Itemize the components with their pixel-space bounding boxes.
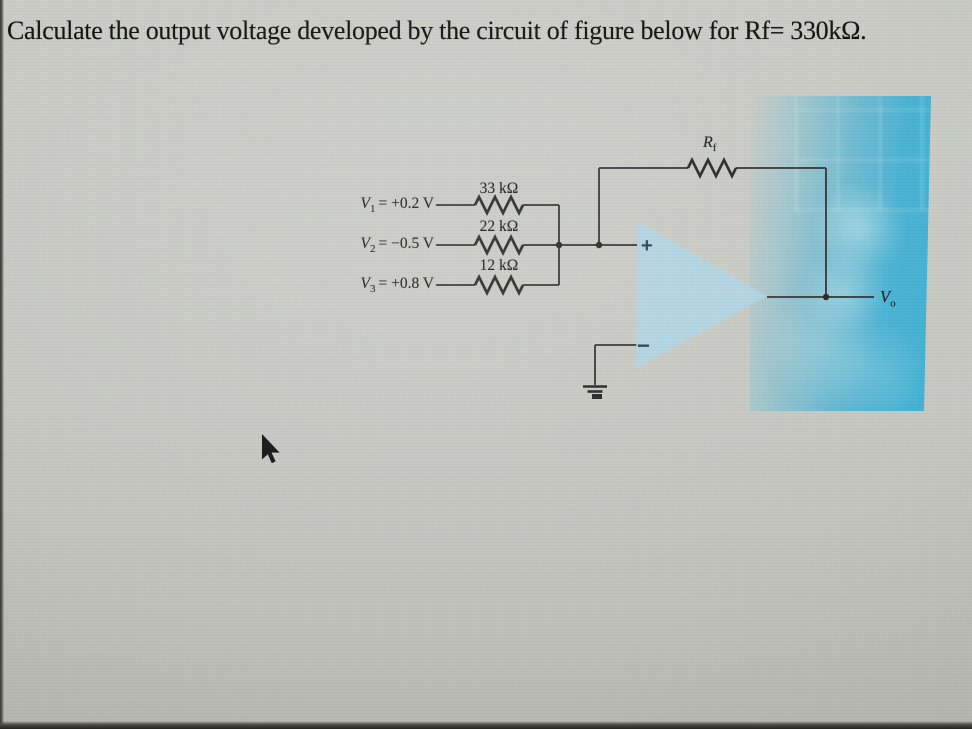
resistor-22k-label: 22 kΩ — [479, 218, 519, 235]
rf-var: R — [703, 134, 713, 151]
input-v2-label: V2= −0.5 V — [338, 235, 435, 256]
v3-sub: 3 — [369, 283, 376, 296]
v3-var: V — [360, 275, 370, 292]
resistor-33k — [473, 193, 525, 217]
projection-blue-panel — [750, 96, 931, 411]
v2-sub: 2 — [369, 243, 376, 256]
ground-symbol — [583, 385, 607, 399]
vo-var: V — [880, 287, 891, 306]
resistor-12k — [473, 273, 525, 297]
v1-sub: 1 — [369, 203, 376, 216]
resistor-33k-label: 33 kΩ — [479, 180, 519, 197]
resistor-22k — [473, 233, 525, 257]
photo-edge-bottom — [0, 721, 972, 729]
vo-sub: o — [890, 297, 896, 310]
output-voltage-label: Vo — [880, 287, 896, 310]
opamp-minus-sign: − — [637, 333, 650, 358]
v2-value: = −0.5 V — [378, 235, 434, 252]
opamp-plus-sign: + — [641, 235, 653, 257]
input-v1-label: V1= +0.2 V — [338, 195, 435, 216]
input-v3-label: V3= +0.8 V — [338, 275, 435, 296]
opamp-triangle — [636, 222, 767, 368]
feedback-resistor-label: Rf — [703, 134, 717, 155]
question-title: Calculate the output voltage developed b… — [7, 16, 867, 45]
resistor-12k-label: 12 kΩ — [479, 257, 519, 274]
v2-var: V — [360, 235, 370, 252]
resistor-rf — [686, 156, 738, 180]
v1-var: V — [360, 195, 370, 212]
blue-panel-light-blobs — [750, 96, 931, 411]
v3-value: = +0.8 V — [378, 275, 434, 292]
v1-value: = +0.2 V — [378, 195, 434, 212]
blue-panel-grid-texture — [795, 96, 931, 211]
rf-sub: f — [712, 142, 717, 155]
photo-edge-left — [0, 0, 4, 729]
junction-dots — [555, 241, 830, 301]
